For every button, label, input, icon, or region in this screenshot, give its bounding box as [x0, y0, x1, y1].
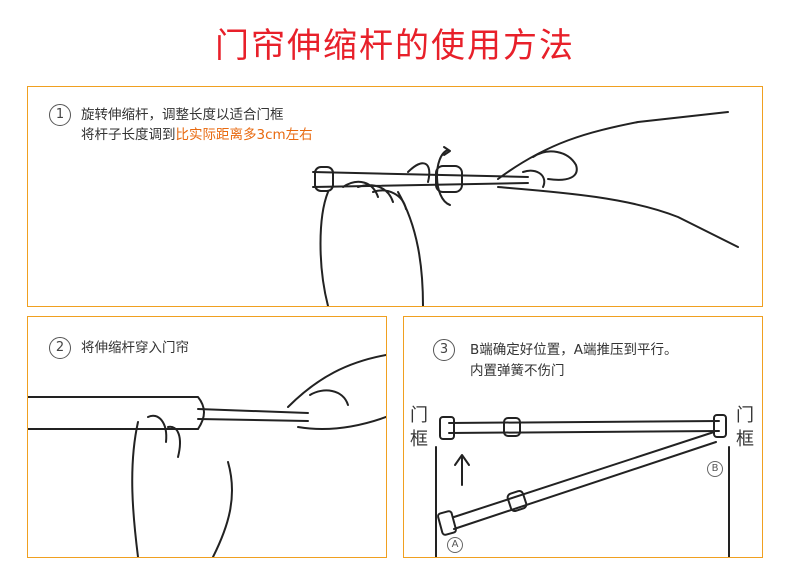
hands-twisting-rod-illustration	[312, 111, 739, 306]
right-frame-label-bottom: 框	[736, 429, 754, 450]
step-2-panel: 2 将伸缩杆穿入门帘	[27, 316, 387, 558]
curtain-rod-insertion-illustration	[28, 354, 386, 557]
marker-a: A	[447, 537, 463, 553]
step-3-number: 3	[433, 339, 455, 361]
step-3-panel: 3 B端确定好位置，A端推压到平行。 内置弹簧不伤门 门 框 门 框 B A	[403, 316, 763, 558]
step-1-line1: 旋转伸缩杆，调整长度以适合门框	[81, 107, 284, 123]
step-1-line2: 将杆子长度调到比实际距离多3cm左右	[81, 126, 313, 145]
step-2-number: 2	[49, 337, 71, 359]
door-frame-rod-diagram	[435, 414, 730, 557]
step-1-line2-highlight: 比实际距离多3cm左右	[175, 127, 313, 143]
step-1-number: 1	[49, 104, 71, 126]
right-frame-label-top: 门	[736, 405, 754, 426]
left-frame-label-top: 门	[410, 405, 428, 426]
marker-b: B	[707, 461, 723, 477]
step-1-panel: 1 旋转伸缩杆，调整长度以适合门框 将杆子长度调到比实际距离多3cm左右	[27, 86, 763, 307]
page-title: 门帘伸缩杆的使用方法	[215, 26, 575, 66]
left-frame-label-bottom: 框	[410, 429, 428, 450]
step-3-line1: B端确定好位置，A端推压到平行。	[470, 342, 678, 358]
step-3-line2: 内置弹簧不伤门	[470, 363, 565, 379]
step-2-line1: 将伸缩杆穿入门帘	[81, 340, 189, 356]
step-1-line2-prefix: 将杆子长度调到	[81, 127, 176, 143]
